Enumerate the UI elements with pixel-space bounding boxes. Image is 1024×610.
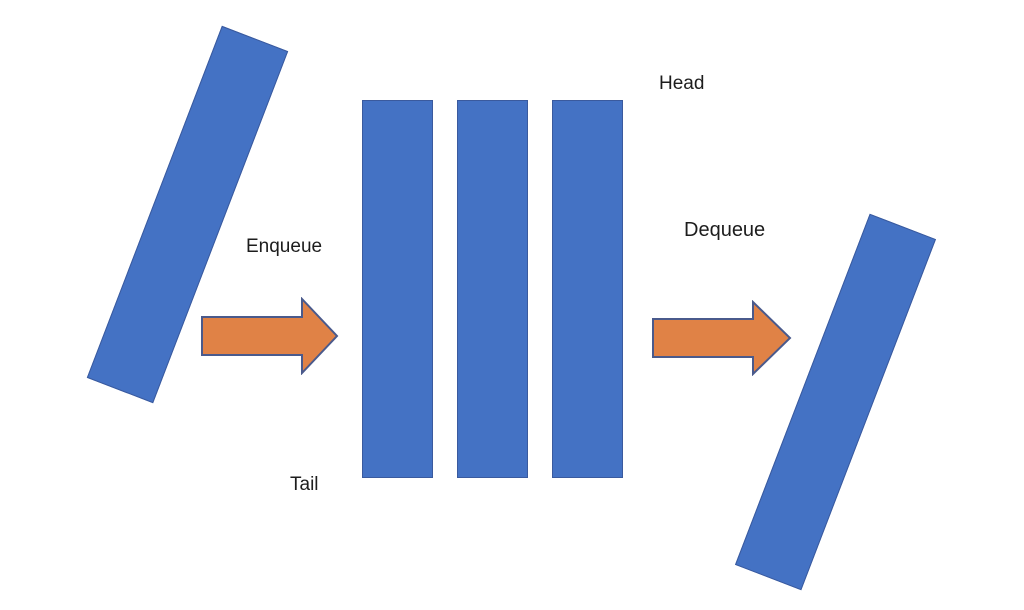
right-arrow-shape: [652, 300, 792, 376]
queue-slot: [362, 100, 433, 478]
head-label: Head: [659, 73, 705, 94]
queue-slots: [362, 100, 623, 478]
right-arrow-shape: [201, 297, 339, 375]
tail-label: Tail: [290, 474, 319, 495]
enqueue-arrow-icon: [201, 297, 339, 375]
enqueue-label: Enqueue: [246, 236, 323, 257]
queue-slot: [552, 100, 623, 478]
dequeue-arrow-icon: [652, 300, 792, 376]
queue-slot: [457, 100, 528, 478]
dequeue-label: Dequeue: [684, 219, 766, 241]
dequeued-element-bar: [734, 213, 937, 591]
